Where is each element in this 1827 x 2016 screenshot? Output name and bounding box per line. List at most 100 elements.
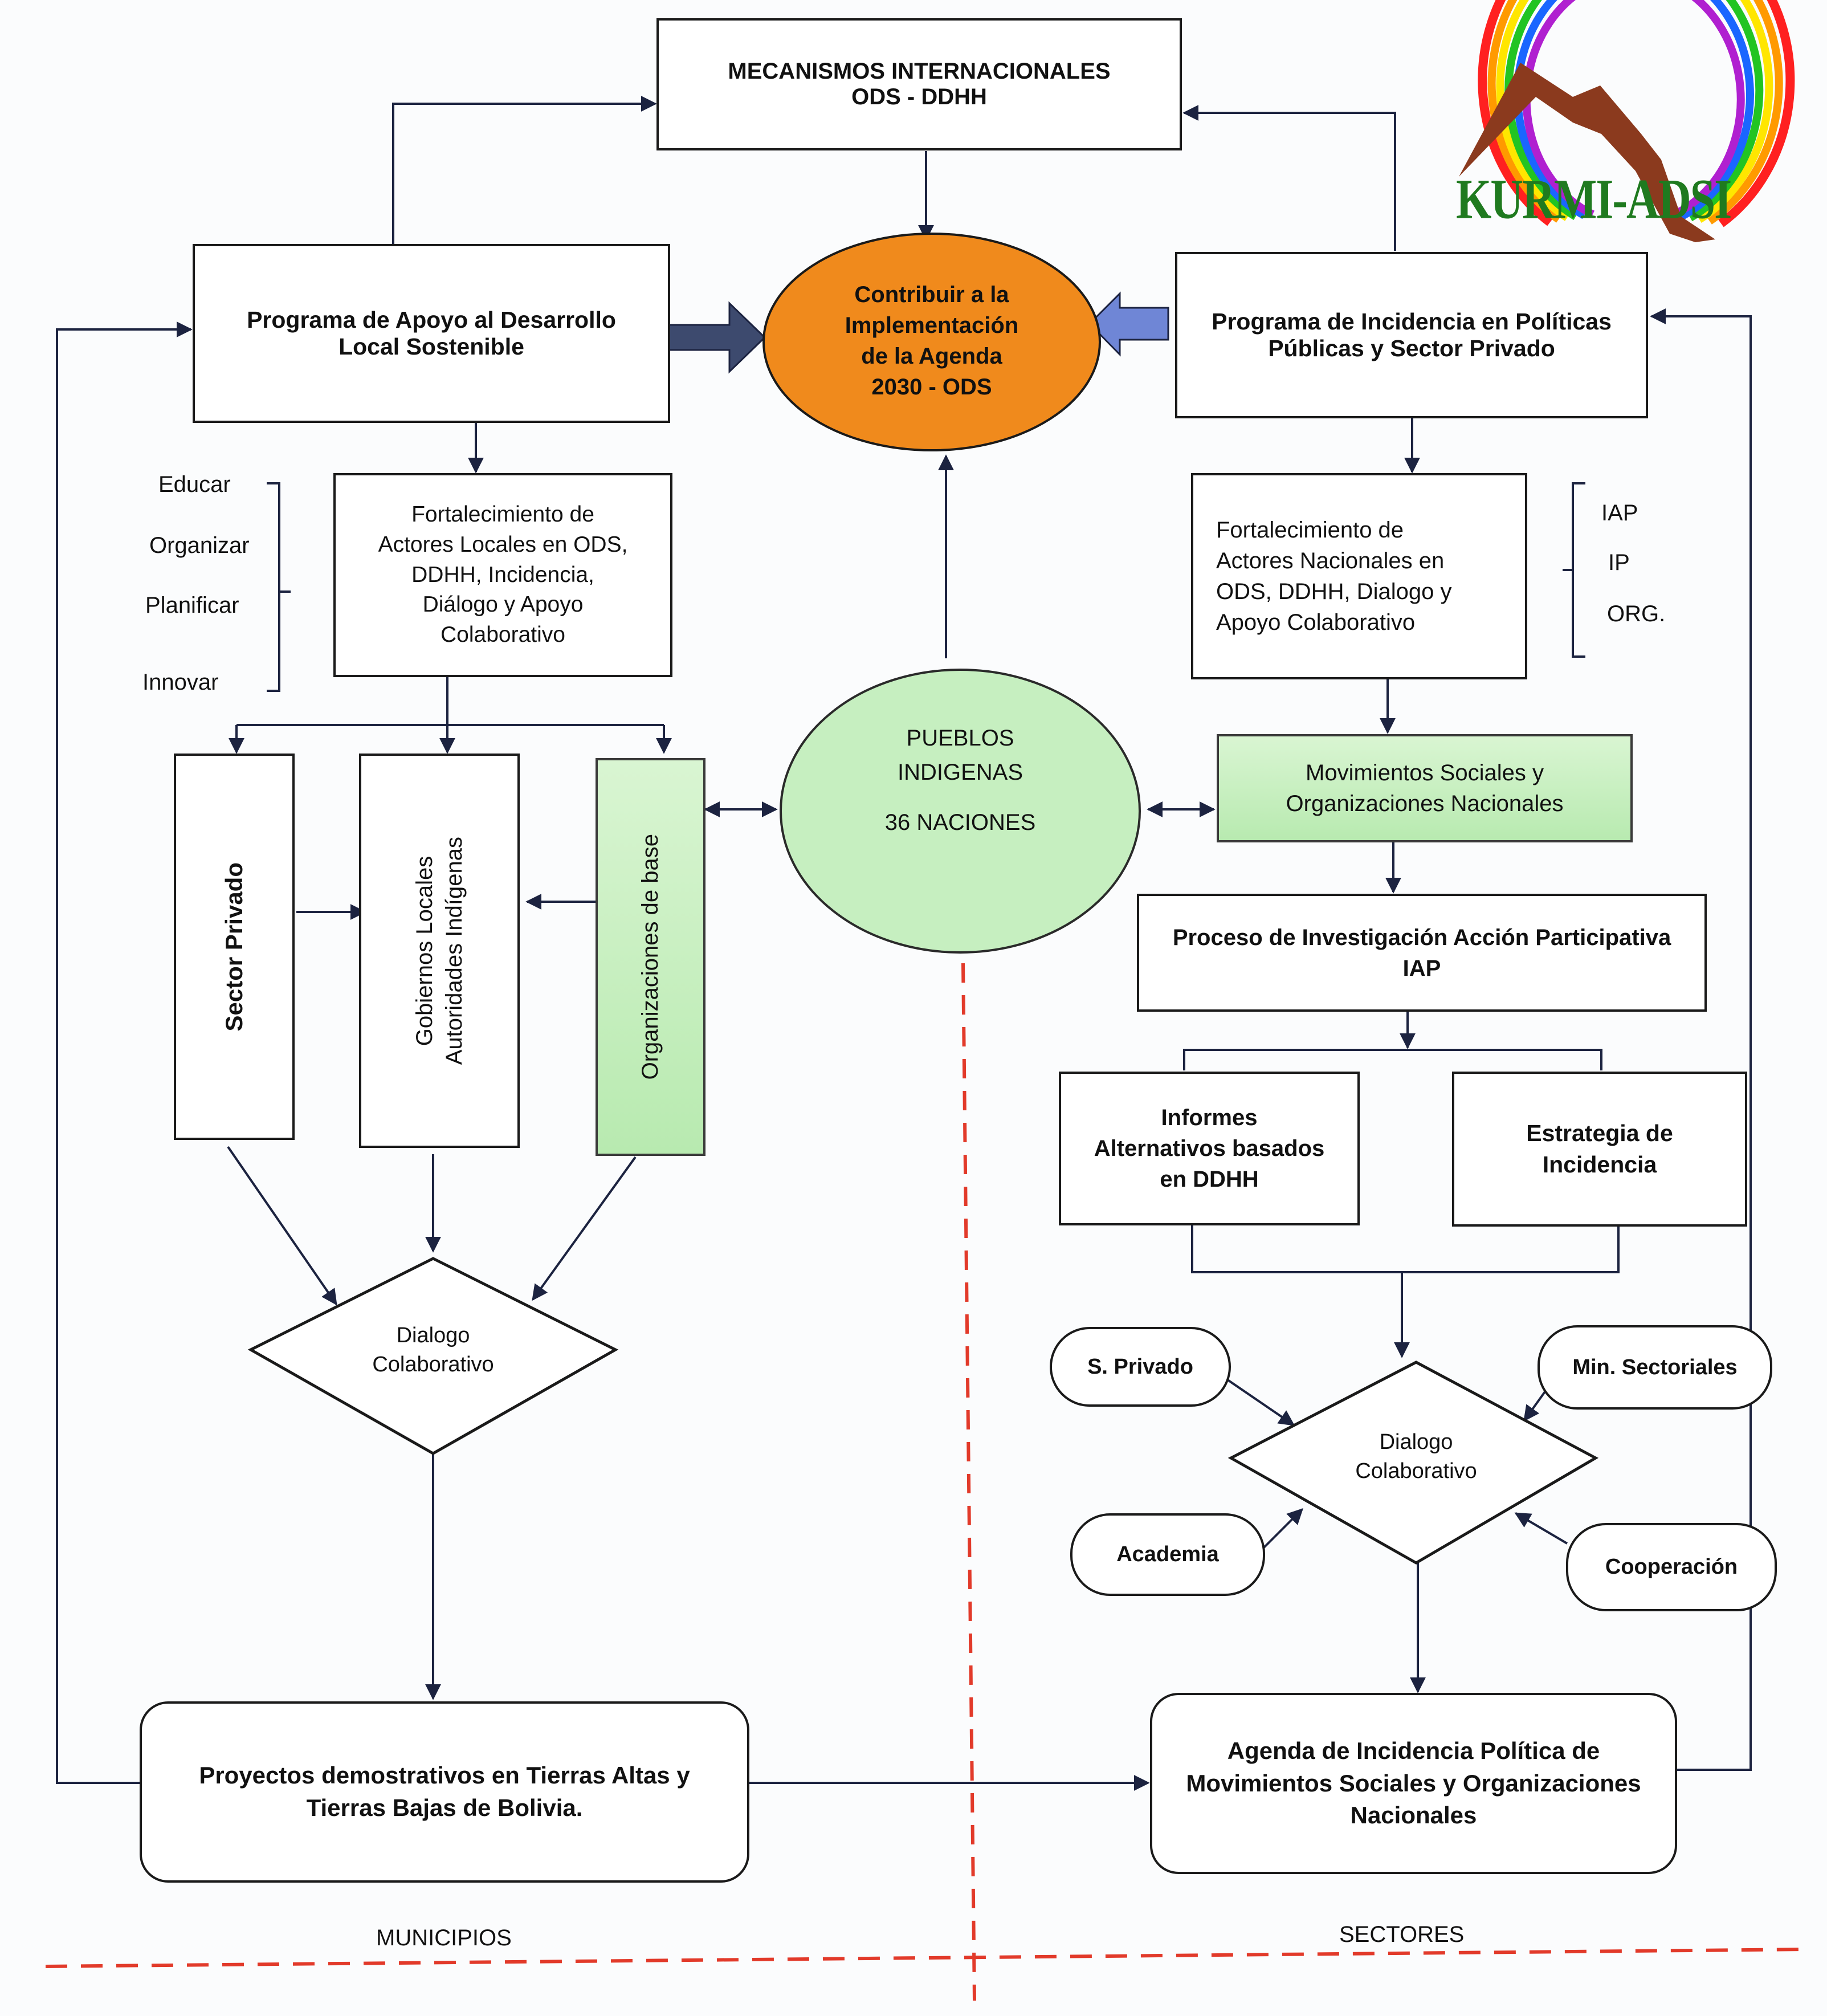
peoples-line3: 36 NACIONES <box>884 810 1036 835</box>
edge-agenda-loop-to-program <box>1650 308 1752 1771</box>
local-gov-line2: Autoridades Indígenas <box>442 836 467 1065</box>
tags-bracket <box>1563 482 1585 658</box>
verb-organizar: Organizar <box>149 533 250 558</box>
local-gov-box: Gobiernos Locales Autoridades Indígenas <box>359 754 520 1148</box>
left-dialog-line1: Dialogo <box>396 1323 470 1347</box>
right-dialog-text: Dialogo Colaborativo <box>1302 1428 1530 1486</box>
left-program-line1: Programa de Apoyo al Desarrollo <box>247 307 616 333</box>
left-strengthen-line2: Actores Locales en ODS, <box>378 532 628 557</box>
sector-private-box: Sector Privado <box>174 754 295 1140</box>
edge-iap-branch-bar <box>1183 1049 1602 1070</box>
edge-sprivate-to-dialog <box>1224 1377 1295 1426</box>
movements-line1: Movimientos Sociales y <box>1306 760 1544 785</box>
mechanisms-line2: ODS - DDHH <box>851 84 987 109</box>
left-strengthen-line1: Fortalecimiento de <box>411 502 594 527</box>
verb-educar: Educar <box>158 472 231 497</box>
stakeholder-cooperation: Cooperación <box>1566 1523 1777 1611</box>
movements-line2: Organizaciones Nacionales <box>1286 791 1564 816</box>
stakeholder-private: S. Privado <box>1050 1327 1231 1407</box>
left-dialog-diamond <box>247 1257 619 1455</box>
verb-innovar: Innovar <box>142 670 219 695</box>
peoples-ellipse <box>780 669 1141 954</box>
right-dialog-diamond <box>1227 1361 1599 1565</box>
right-program-line1: Programa de Incidencia en Políticas <box>1212 308 1612 335</box>
local-gov-line1: Gobiernos Locales <box>412 856 437 1046</box>
edge-left-program-to-mechanisms <box>392 96 657 244</box>
left-projects-line2: Tierras Bajas de Bolivia. <box>306 1794 583 1821</box>
base-orgs-label: Organizaciones de base <box>638 834 663 1080</box>
right-dialog-line1: Dialogo <box>1379 1430 1453 1454</box>
strategy-box: Estrategia de Incidencia <box>1452 1072 1747 1227</box>
peoples-text: PUEBLOS INDIGENAS 36 NACIONES <box>826 721 1094 840</box>
strategy-line1: Estrategia de <box>1526 1119 1673 1146</box>
left-dialog-line2: Colaborativo <box>372 1353 494 1377</box>
right-agenda-line1: Agenda de Incidencia Política de <box>1227 1737 1600 1764</box>
red-dashed-horizontal <box>45 1948 1807 1968</box>
iap-process-box: Proceso de Investigación Acción Particip… <box>1137 894 1707 1012</box>
right-strengthen-line2: Actores Nacionales en <box>1216 548 1445 573</box>
verb-planificar: Planificar <box>145 593 239 618</box>
edge-cooperation-to-dialog <box>1514 1512 1568 1545</box>
left-strengthen-box: Fortalecimiento de Actores Locales en OD… <box>333 473 672 677</box>
iap-process-line2: IAP <box>1402 955 1441 981</box>
right-strengthen-line4: Apoyo Colaborativo <box>1216 610 1416 635</box>
left-strengthen-line5: Colaborativo <box>441 622 565 647</box>
footer-sectores: SECTORES <box>1339 1922 1465 1947</box>
edge-projects-loop-to-program <box>56 321 193 1784</box>
goal-ellipse <box>762 233 1101 451</box>
base-orgs-box: Organizaciones de base <box>596 758 705 1156</box>
reports-box: Informes Alternativos basados en DDHH <box>1059 1072 1360 1225</box>
edge-academia-to-dialog <box>1261 1508 1303 1550</box>
verbs-bracket <box>267 482 291 692</box>
goal-line3: de la Agenda <box>861 344 1002 369</box>
left-dialog-text: Dialogo Colaborativo <box>319 1321 547 1380</box>
edge-base-to-dialog <box>532 1156 637 1301</box>
right-agenda-box: Agenda de Incidencia Política de Movimie… <box>1150 1693 1677 1874</box>
peoples-line2: INDIGENAS <box>897 760 1023 785</box>
goal-line1: Contribuir a la <box>854 282 1009 307</box>
stakeholder-academia: Academia <box>1070 1513 1265 1596</box>
right-strengthen-line1: Fortalecimiento de <box>1216 518 1404 543</box>
right-dialog-line2: Colaborativo <box>1355 1459 1477 1484</box>
goal-text: Contribuir a la Implementación de la Age… <box>798 279 1066 402</box>
mechanisms-box: MECANISMOS INTERNACIONALES ODS - DDHH <box>656 18 1182 150</box>
reports-line2: Alternativos basados <box>1094 1136 1325 1161</box>
red-dashed-vertical <box>961 963 976 2001</box>
iap-process-line1: Proceso de Investigación Acción Particip… <box>1172 924 1671 950</box>
footer-municipios: MUNICIPIOS <box>376 1925 512 1950</box>
movements-box: Movimientos Sociales y Organizaciones Na… <box>1217 734 1633 842</box>
logo-text: KURMI-ADSI <box>1456 168 1732 231</box>
right-strengthen-box: Fortalecimiento de Actores Nacionales en… <box>1191 473 1527 679</box>
reports-line3: en DDHH <box>1160 1167 1259 1192</box>
local-gov-label: Gobiernos Locales Autoridades Indígenas <box>410 837 469 1065</box>
right-program-line2: Públicas y Sector Privado <box>1268 335 1555 361</box>
left-program-box: Programa de Apoyo al Desarrollo Local So… <box>193 244 670 423</box>
left-program-line2: Local Sostenible <box>339 333 524 360</box>
sector-private-label: Sector Privado <box>221 862 247 1032</box>
mechanisms-line1: MECANISMOS INTERNACIONALES <box>728 59 1111 84</box>
edge-right-program-to-mechanisms <box>1182 105 1396 251</box>
right-strengthen-line3: ODS, DDHH, Dialogo y <box>1216 579 1452 604</box>
block-arrow-right <box>1088 291 1169 357</box>
stakeholder-ministries: Min. Sectoriales <box>1538 1325 1772 1410</box>
goal-line2: Implementación <box>845 313 1019 338</box>
left-strengthen-line4: Diálogo y Apoyo <box>422 592 584 617</box>
strategy-line2: Incidencia <box>1542 1151 1657 1178</box>
logo-graphic <box>1459 0 1795 242</box>
reports-line1: Informes <box>1161 1105 1258 1130</box>
right-agenda-line3: Nacionales <box>1350 1802 1477 1829</box>
left-strengthen-line3: DDHH, Incidencia, <box>411 562 594 587</box>
left-projects-box: Proyectos demostrativos en Tierras Altas… <box>140 1701 749 1883</box>
edge-reports-strategy-merge <box>1191 1225 1620 1273</box>
right-program-box: Programa de Incidencia en Políticas Públ… <box>1175 252 1648 418</box>
right-agenda-line2: Movimientos Sociales y Organizaciones <box>1186 1769 1641 1797</box>
tag-org: ORG. <box>1607 601 1666 626</box>
left-projects-line1: Proyectos demostrativos en Tierras Altas… <box>199 1762 690 1789</box>
block-arrow-left <box>666 301 766 374</box>
edge-private-to-dialog <box>227 1146 337 1306</box>
peoples-line1: PUEBLOS <box>906 726 1014 751</box>
goal-line4: 2030 - ODS <box>871 374 992 400</box>
tag-iap: IAP <box>1601 500 1638 526</box>
tag-ip: IP <box>1608 550 1630 575</box>
